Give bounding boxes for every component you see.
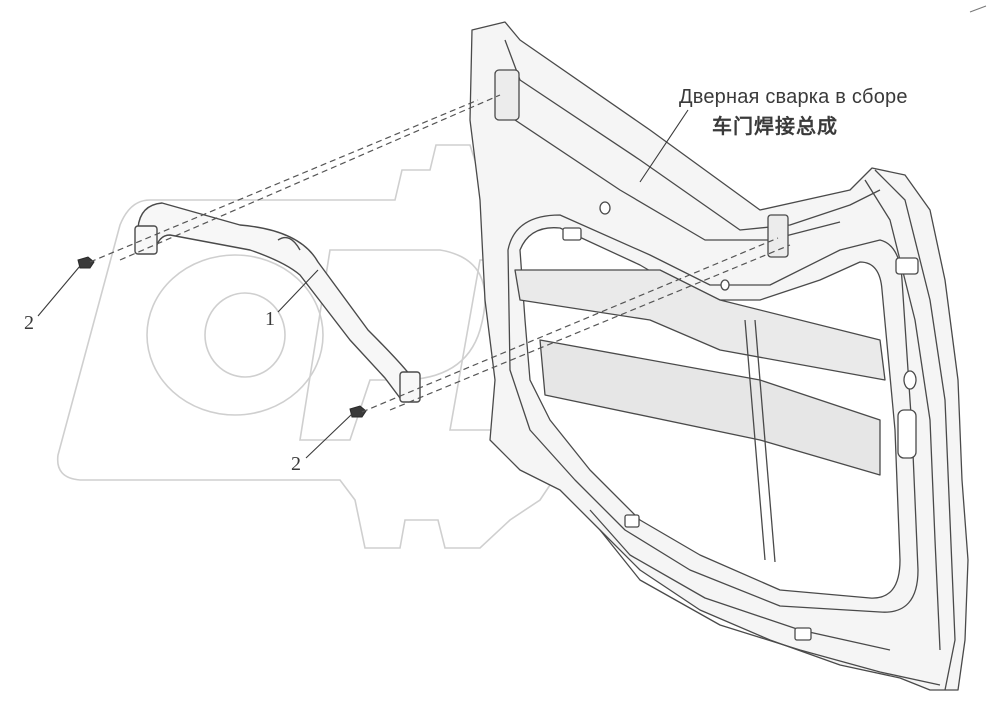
part-number-1: 1 — [265, 308, 275, 330]
door-bar-divider-2 — [754, 319, 776, 563]
door-top-rail — [504, 39, 881, 231]
leader-part-2-upper — [37, 265, 81, 317]
door-lock-slot — [895, 257, 919, 275]
door-bracket-left — [494, 69, 520, 121]
handle-body — [137, 202, 419, 399]
door-clip-2 — [624, 514, 640, 528]
part-number-2-lower: 2 — [291, 453, 301, 475]
assembly-line-upper-a — [89, 99, 479, 263]
watermark-o-letter — [146, 254, 324, 416]
door-hinge-pillar-inner — [864, 179, 941, 651]
fastener-lower — [349, 405, 367, 418]
door-hole-2 — [599, 201, 611, 215]
door-reinforcement-beam — [514, 269, 886, 381]
assembly-lines — [89, 94, 791, 413]
door-bottom-edge — [599, 529, 941, 686]
door-hole-3 — [720, 279, 730, 291]
leader-door-assembly — [639, 109, 689, 183]
part-number-2-upper: 2 — [24, 312, 34, 334]
leader-part-1 — [277, 269, 319, 313]
door-clip-1 — [562, 227, 582, 241]
corner-marks — [969, 5, 987, 13]
handle-mount-lower — [399, 371, 421, 403]
door-assembly — [469, 21, 969, 691]
assembly-line-lower-b — [389, 244, 791, 411]
door-assembly-label-cn: 车门焊接总成 — [712, 116, 838, 138]
assembly-line-upper-b — [119, 94, 501, 261]
watermark-o-inner — [204, 292, 286, 378]
handle-part — [134, 202, 421, 403]
door-assembly-label-ru: Дверная сварка в сборе — [679, 86, 908, 108]
door-bar-divider-1 — [744, 319, 766, 561]
door-handle-pocket — [897, 409, 917, 459]
door-bottom-edge-inner — [589, 509, 891, 651]
handle-mount-upper — [134, 225, 158, 255]
fasteners — [77, 256, 367, 418]
door-hole-1 — [903, 370, 917, 390]
leader-lines — [37, 109, 689, 459]
door-bracket-upper — [767, 214, 789, 258]
leader-part-2-lower — [305, 413, 353, 459]
handle-grip-joint — [277, 236, 301, 251]
door-clip-3 — [794, 627, 812, 641]
assembly-line-lower-a — [361, 237, 779, 413]
door-hinge-pillar — [874, 169, 956, 691]
